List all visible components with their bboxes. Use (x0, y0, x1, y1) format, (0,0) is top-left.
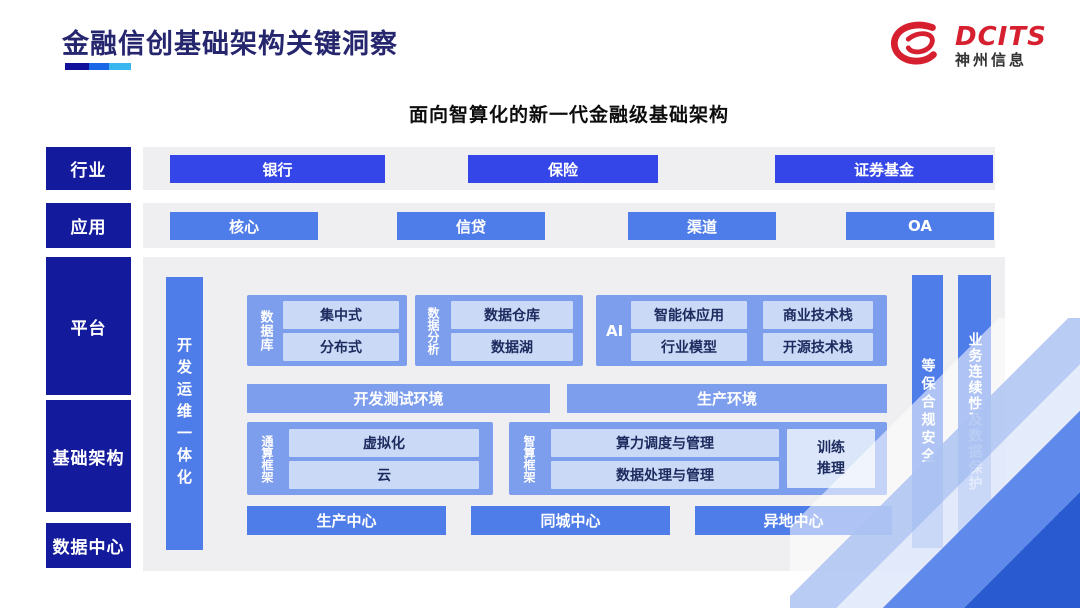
analytics-section-label: 数据分析 (426, 306, 440, 355)
row-label-application: 应用 (46, 203, 131, 248)
center-same-city: 同城中心 (471, 506, 670, 535)
general-compute-virtualization: 虚拟化 (289, 428, 479, 457)
database-item-centralized: 集中式 (283, 300, 399, 329)
production-environment-bar: 生产环境 (567, 384, 887, 413)
ai-section: AI 智能体应用 商业技术栈 行业模型 开源技术栈 (596, 295, 887, 366)
company-logo: DCITS 神州信息 (888, 18, 1047, 74)
devops-vertical-bar: 开发运维一体化 (166, 277, 203, 550)
application-item-core: 核心 (170, 212, 318, 240)
ai-item-commercial-stack: 商业技术栈 (762, 300, 873, 329)
logo-subbrand-text: 神州信息 (955, 51, 1028, 69)
dev-test-environment-bar: 开发测试环境 (247, 384, 550, 413)
intelligent-compute-data-mgmt: 数据处理与管理 (551, 460, 779, 489)
title-underline (65, 63, 131, 70)
page-title: 金融信创基础架构关键洞察 (62, 29, 398, 60)
security-compliance-bar: 等保合规安全 (912, 275, 943, 548)
intelligent-compute-section: 智算框架 算力调度与管理 数据处理与管理 训练推理 (509, 422, 887, 495)
logo-brand-text: DCITS (955, 22, 1047, 52)
row-label-industry: 行业 (46, 147, 131, 190)
database-section-label: 数据库 (257, 309, 273, 352)
underline-segment-dark (65, 63, 89, 70)
database-item-distributed: 分布式 (283, 332, 399, 361)
application-item-oa: OA (846, 212, 994, 240)
application-item-channel: 渠道 (628, 212, 776, 240)
intelligent-compute-label: 智算框架 (522, 434, 536, 483)
center-remote: 异地中心 (695, 506, 892, 535)
ai-item-opensource-stack: 开源技术栈 (762, 332, 873, 361)
industry-item-insurance: 保险 (468, 155, 658, 183)
general-compute-section: 通算框架 虚拟化 云 (247, 422, 493, 495)
underline-segment-mid (89, 63, 109, 70)
row-label-platform: 平台 (46, 257, 131, 395)
row-label-infrastructure: 基础架构 (46, 400, 131, 512)
application-item-credit: 信贷 (397, 212, 545, 240)
analytics-item-warehouse: 数据仓库 (451, 300, 573, 329)
intelligent-compute-training-inference: 训练推理 (787, 429, 875, 488)
analytics-item-lake: 数据湖 (451, 332, 573, 361)
database-section: 数据库 集中式 分布式 (247, 295, 407, 366)
underline-segment-light (109, 63, 131, 70)
center-production: 生产中心 (247, 506, 446, 535)
row-label-datacenter: 数据中心 (46, 523, 131, 568)
ai-item-agent-apps: 智能体应用 (631, 300, 747, 329)
ai-item-industry-models: 行业模型 (631, 332, 747, 361)
general-compute-label: 通算框架 (260, 434, 274, 483)
business-continuity-bar: 业务连续性及数据保护 (958, 275, 991, 548)
general-compute-cloud: 云 (289, 460, 479, 489)
ai-section-label: AI (606, 321, 624, 340)
dcits-swirl-icon (888, 18, 946, 74)
analytics-section: 数据分析 数据仓库 数据湖 (415, 295, 583, 366)
intelligent-compute-scheduling: 算力调度与管理 (551, 428, 779, 457)
industry-item-securities: 证券基金 (775, 155, 993, 183)
industry-item-bank: 银行 (170, 155, 385, 183)
diagram-title: 面向智算化的新一代金融级基础架构 (408, 104, 729, 126)
